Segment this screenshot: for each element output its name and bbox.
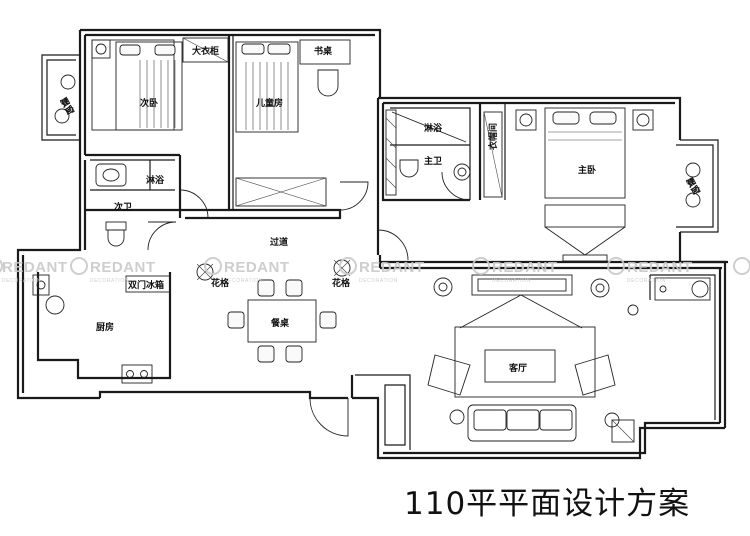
dining-set bbox=[227, 279, 337, 363]
label-balcony-right: 飘窗 bbox=[683, 176, 702, 198]
bed-secondary bbox=[91, 39, 183, 131]
watermark-2: REDANT DECORATION bbox=[70, 257, 156, 284]
label-master-bedroom: 主卧 bbox=[578, 164, 596, 176]
exterior-walls bbox=[16, 28, 728, 460]
label-bookcase: 书桌 bbox=[314, 45, 333, 57]
washer-area bbox=[654, 277, 711, 301]
svg-text:REDANT: REDANT bbox=[359, 259, 425, 276]
watermark-6: REDANT DECORATION bbox=[607, 257, 693, 284]
kitchen-fixtures bbox=[32, 274, 171, 384]
watermark-7 bbox=[733, 257, 750, 275]
master-bath-fixtures bbox=[385, 109, 471, 196]
plan-caption: 110平平面设计方案 bbox=[404, 486, 691, 522]
svg-text:REDANT: REDANT bbox=[224, 259, 290, 276]
label-wardrobe: 大衣柜 bbox=[192, 45, 219, 57]
label-secondary-bath: 次卫 bbox=[114, 201, 132, 213]
label-kids-room: 儿童房 bbox=[255, 97, 283, 109]
label-secondary-bedroom: 次卧 bbox=[140, 97, 158, 109]
label-kitchen: 厨房 bbox=[96, 321, 114, 333]
label-dining-table: 餐桌 bbox=[270, 317, 290, 329]
label-flower-left: 花格 bbox=[211, 277, 230, 289]
svg-text:REDANT: REDANT bbox=[2, 259, 68, 276]
svg-text:DECORATION: DECORATION bbox=[224, 278, 263, 284]
label-balcony-left: 飘窗 bbox=[57, 96, 76, 118]
label-cloakroom: 衣帽间 bbox=[487, 123, 499, 150]
label-corridor: 过道 bbox=[270, 236, 288, 248]
bed-kids bbox=[235, 39, 351, 207]
svg-text:DECORATION: DECORATION bbox=[359, 278, 398, 284]
label-shower-right: 淋浴 bbox=[424, 122, 443, 134]
watermark-3: REDANT DECORATION bbox=[204, 257, 290, 284]
interior-walls bbox=[83, 35, 716, 450]
svg-text:DECORATION: DECORATION bbox=[627, 278, 666, 284]
plant-right-bay bbox=[685, 162, 701, 208]
svg-text:REDANT: REDANT bbox=[627, 259, 693, 276]
svg-text:REDANT: REDANT bbox=[90, 259, 156, 276]
label-flower-right: 花格 bbox=[332, 277, 351, 289]
watermark-5: REDANT DECORATION bbox=[472, 257, 558, 284]
svg-text:DECORATION: DECORATION bbox=[492, 278, 531, 284]
living-furniture bbox=[427, 274, 639, 443]
label-master-bath: 主卫 bbox=[424, 155, 442, 167]
label-fridge: 双门冰箱 bbox=[128, 279, 164, 291]
cloakroom-fixtures bbox=[483, 111, 503, 198]
svg-text:DECORATION: DECORATION bbox=[90, 278, 129, 284]
wardrobe bbox=[182, 37, 229, 63]
svg-text:REDANT: REDANT bbox=[492, 259, 558, 276]
svg-text:DECORATION: DECORATION bbox=[2, 278, 41, 284]
label-shower-left: 淋浴 bbox=[146, 174, 165, 186]
watermark-1: REDANT DECORATION bbox=[0, 259, 68, 284]
watermark-4: REDANT DECORATION bbox=[339, 257, 425, 284]
bed-master bbox=[515, 107, 654, 262]
plant-left-bay bbox=[54, 74, 76, 124]
label-living-room: 客厅 bbox=[508, 362, 527, 374]
secondary-bath-fixtures bbox=[95, 163, 127, 247]
doors bbox=[147, 171, 471, 437]
